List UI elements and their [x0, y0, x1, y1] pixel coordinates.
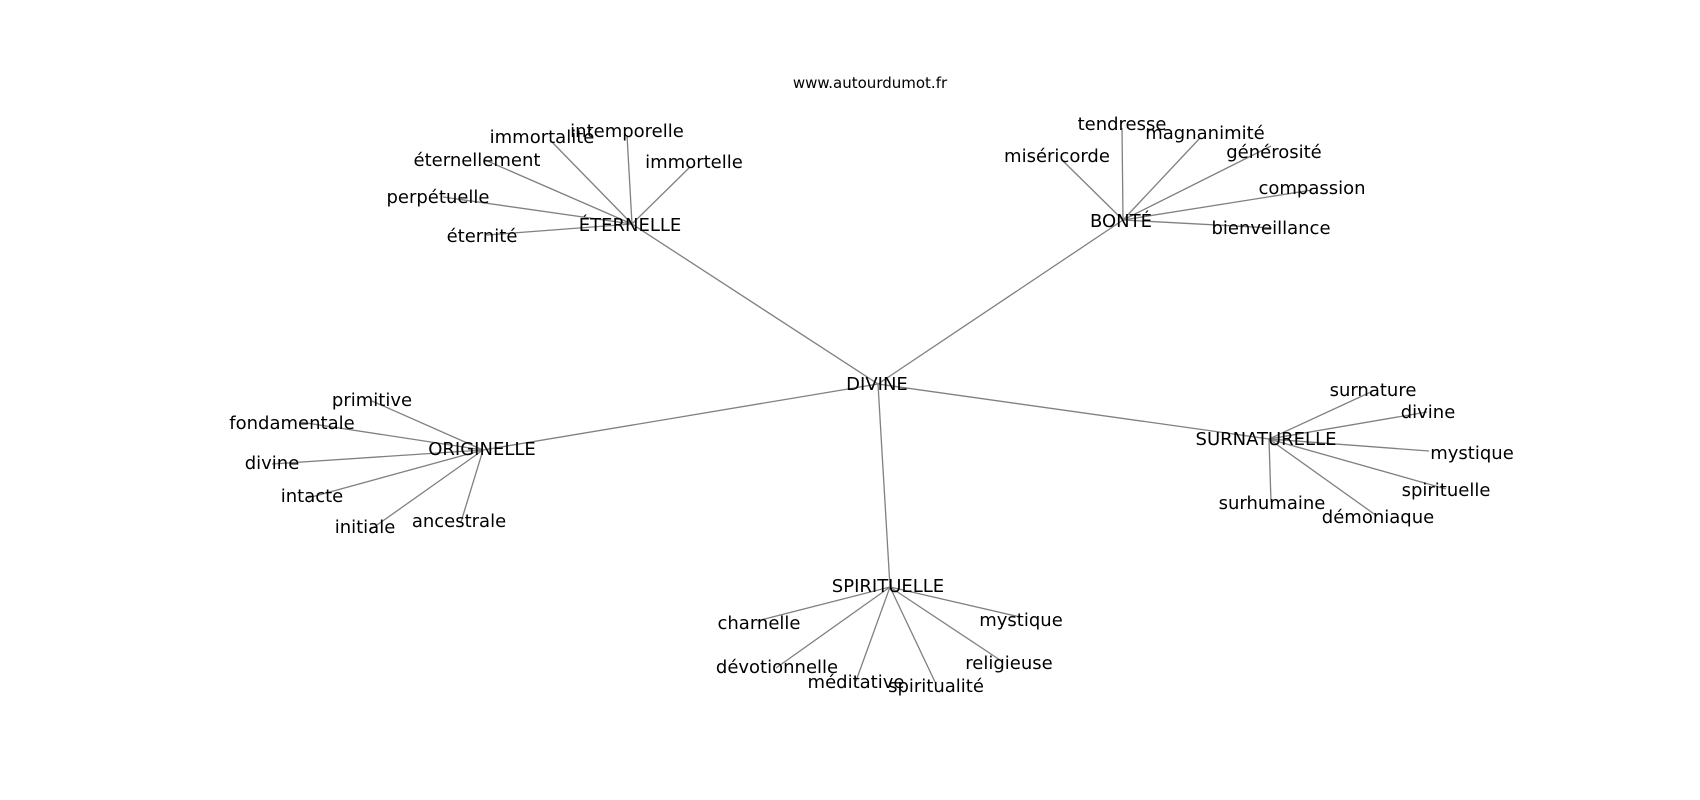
leaf-edge — [1122, 145, 1272, 221]
hub-edge — [877, 219, 1124, 385]
leaf-node-label: spirituelle — [1402, 480, 1491, 501]
leaf-node-label: intemporelle — [570, 121, 684, 142]
leaf-node-label: immortalité — [490, 127, 595, 148]
leaf-node-label: intacte — [281, 486, 344, 507]
leaf-edge — [307, 449, 484, 499]
leaf-edge — [442, 196, 633, 225]
leaf-node-label: magnanimité — [1145, 123, 1265, 144]
leaf-node-label: religieuse — [965, 653, 1052, 674]
hub-edge — [482, 383, 879, 451]
leaf-edge — [1268, 411, 1428, 440]
leaf-edge — [1122, 137, 1201, 221]
leaf-node-label: surnature — [1330, 380, 1417, 401]
leaf-edge — [371, 400, 484, 451]
leaf-node-label: mystique — [1430, 443, 1514, 464]
leaf-edge — [549, 139, 633, 225]
leaf-edge — [889, 586, 1021, 618]
leaf-edge — [1061, 159, 1124, 221]
hub-edge — [877, 383, 891, 588]
leaf-node-label: surhumaine — [1219, 493, 1326, 514]
leaf-node-label: générosité — [1226, 142, 1322, 163]
hub-node-label: SURNATURELLE — [1196, 429, 1337, 450]
leaf-node-label: bienveillance — [1211, 218, 1330, 239]
leaf-edge — [486, 223, 633, 236]
graph-labels: www.autourdumot.fr DIVINE ÉTERNELLE immor… — [229, 74, 1513, 697]
center-node: DIVINE — [846, 374, 908, 395]
hub-edge — [877, 383, 1270, 440]
leaf-edge — [1122, 219, 1273, 229]
leaf-edge — [626, 134, 633, 225]
leaf-node-label: divine — [1401, 402, 1456, 423]
leaf-edge — [369, 449, 484, 531]
leaf-edge — [460, 449, 484, 523]
leaf-edge — [299, 421, 484, 451]
leaf-edge — [1121, 127, 1124, 221]
leaf-edge — [1268, 438, 1272, 503]
hub-edge — [631, 223, 879, 385]
leaf-node-label: immortelle — [645, 152, 743, 173]
leaf-edge — [1122, 189, 1313, 221]
leaf-node-label: éternellement — [414, 150, 541, 171]
leaf-node-label: compassion — [1258, 178, 1365, 199]
leaf-node-label: démoniaque — [1322, 507, 1434, 528]
leaf-edge — [1268, 390, 1374, 440]
leaf-node-label: primitive — [332, 390, 412, 411]
leaf-node-label: perpétuelle — [386, 187, 489, 208]
leaf-node-label: divine — [245, 453, 300, 474]
hub-node-label: ORIGINELLE — [428, 439, 536, 460]
leaf-node-label: initiale — [335, 517, 396, 538]
leaf-node-label: méditative — [808, 672, 905, 693]
graph-edges — [271, 127, 1447, 685]
leaf-edge — [271, 449, 484, 465]
leaf-node-label: dévotionnelle — [716, 657, 838, 678]
leaf-edge — [1268, 438, 1447, 490]
leaf-node-label: spiritualité — [888, 676, 984, 697]
hub-node-label: SPIRITUELLE — [832, 576, 944, 597]
leaf-node-label: tendresse — [1078, 114, 1167, 135]
leaf-edge — [484, 159, 633, 225]
leaf-edge — [756, 586, 891, 622]
leaf-edge — [855, 586, 891, 682]
leaf-node-label: mystique — [979, 610, 1063, 631]
leaf-edge — [1268, 438, 1378, 517]
leaf-edge — [889, 586, 937, 685]
leaf-node-label: ancestrale — [412, 511, 506, 532]
leaf-edge — [775, 586, 891, 669]
leaf-node-label: miséricorde — [1004, 146, 1110, 167]
leaf-node-label: fondamentale — [229, 413, 354, 434]
leaf-node-label: éternité — [447, 226, 518, 247]
leaf-edge — [631, 166, 691, 225]
leaf-node-label: charnelle — [718, 613, 801, 634]
hub-node-label: BONTÉ — [1090, 210, 1152, 232]
site-credit: www.autourdumot.fr — [793, 74, 948, 92]
leaf-edge — [1268, 438, 1430, 452]
leaf-edge — [889, 586, 1001, 661]
hub-node-label: ÉTERNELLE — [579, 214, 682, 236]
